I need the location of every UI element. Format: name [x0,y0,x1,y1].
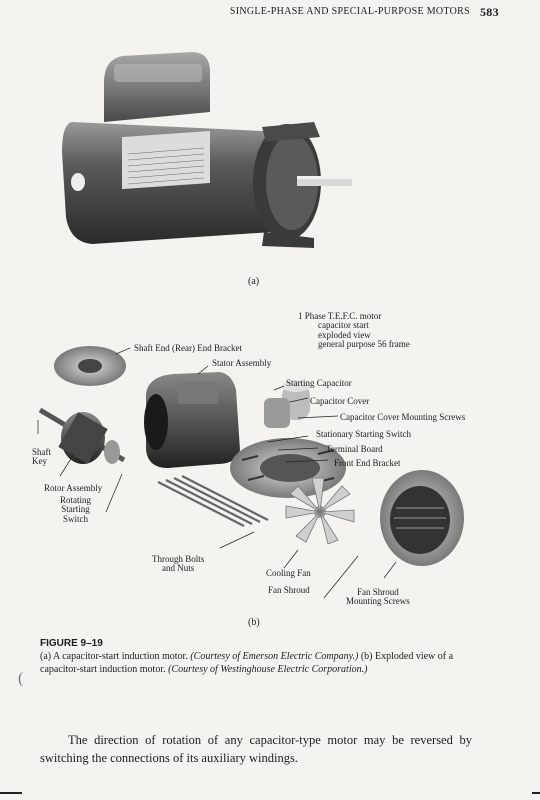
callout-stationary-switch: Stationary Starting Switch [316,429,411,439]
panel-b-label: (b) [248,617,260,628]
figure-caption-text: (a) A capacitor-start induction motor. (… [40,651,454,675]
margin-mark: ( [18,670,24,687]
callout-shaft-end-bracket: Shaft End (Rear) End Bracket [134,343,242,353]
page-number: 583 [480,5,499,19]
callout-fan-shroud-screws: Fan Shroud Mounting Screws [346,587,410,607]
callout-starting-capacitor: Starting Capacitor [286,378,352,388]
callout-capacitor-cover: Capacitor Cover [310,396,370,406]
figure-caption: FIGURE 9–19 (a) A capacitor-start induct… [40,637,470,676]
callout-through-bolts: Through Bolts and Nuts [152,554,205,574]
callout-cooling-fan: Cooling Fan [266,568,311,578]
callout-rotating-switch: Rotating Starting Switch [60,495,91,524]
running-title: SINGLE-PHASE AND SPECIAL-PURPOSE MOTORS [229,6,470,17]
exploded-view-photo [37,346,464,599]
body-paragraph: The direction of rotation of any capacit… [40,732,472,765]
callout-capacitor-cover-screws: Capacitor Cover Mounting Screws [340,412,466,422]
callout-stator-assembly: Stator Assembly [212,358,272,368]
motor-photo [62,52,352,248]
figure-title: FIGURE 9–19 [40,638,103,649]
bottom-rule-left [0,792,22,794]
callout-fan-shroud: Fan Shroud [268,585,310,595]
callout-shaft-key: Shaft Key [32,447,51,467]
bottom-rule-right [532,792,540,794]
callout-terminal-board: Terminal Board [326,444,383,454]
callout-rotor-assembly: Rotor Assembly [44,483,103,493]
callout-front-end-bracket: Front End Bracket [334,458,401,468]
motor-note: 1 Phase T.E.F.C. motor capacitor start e… [298,311,410,350]
panel-a-label: (a) [248,276,260,287]
running-header: SINGLE-PHASE AND SPECIAL-PURPOSE MOTORS … [229,5,499,19]
